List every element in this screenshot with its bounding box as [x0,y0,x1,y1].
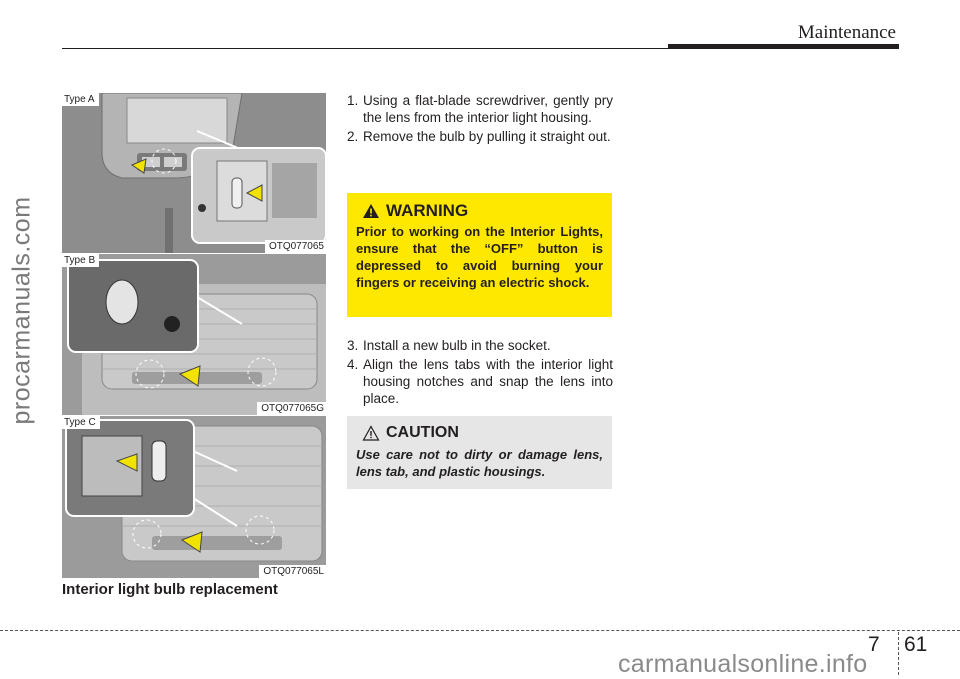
warning-header: WARNING [362,201,603,221]
warning-title: WARNING [386,201,469,220]
caution-text: Use care not to dirty or damage lens, le… [356,447,603,479]
figure-caption: Interior light bulb replacement [62,581,278,598]
instruction-step: 1. Using a flat-blade screwdriver, gentl… [347,92,613,126]
step-number: 3. [347,338,359,353]
photo-type-c: Type C OTQ077065L [62,416,326,578]
header-rule-thick [668,44,899,49]
step-number: 1. [347,93,359,108]
bottom-watermark: carmanualsonline.info [618,650,868,678]
photo-type-b: Type B OTQ077065G [62,254,326,415]
header-rule [62,48,672,49]
photo-code-label: OTQ077065 [264,240,326,253]
step-text: Align the lens tabs with the interior li… [363,357,613,406]
dome-light-illustration-c [62,416,326,578]
caution-triangle-icon [362,425,380,441]
side-watermark: procarmanuals.com [7,196,36,425]
caution-title: CAUTION [386,424,459,441]
step-text: Using a flat-blade screwdriver, gently p… [363,93,613,125]
photo-code-label: OTQ077065G [257,402,326,415]
step-number: 4. [347,357,359,372]
photo-type-label: Type C [62,416,100,429]
warning-text: Prior to working on the Interior Lights,… [356,224,603,290]
step-number: 2. [347,129,359,144]
page-header-title: Maintenance [797,22,896,43]
instruction-step: 2. Remove the bulb by pulling it straigh… [347,128,613,145]
caution-header: CAUTION [362,424,603,442]
caution-box: CAUTION Use care not to dirty or damage … [347,416,612,489]
dome-light-illustration-a [62,93,326,253]
step-text: Install a new bulb in the socket. [363,338,551,353]
footer-divider [898,632,899,675]
instruction-steps-part2: 3. Install a new bulb in the socket. 4. … [347,337,613,409]
step-text: Remove the bulb by pulling it straight o… [363,129,611,144]
photo-code-label: OTQ077065L [259,565,326,578]
photo-type-label: Type B [62,254,100,267]
instruction-step: 3. Install a new bulb in the socket. [347,337,613,354]
footer-rule [0,630,960,631]
photo-type-label: Type A [62,93,99,106]
photo-type-a: Type A OTQ077065 [62,93,326,253]
page-number: 61 [904,633,928,656]
warning-triangle-icon [363,204,379,218]
instruction-step: 4. Align the lens tabs with the interior… [347,356,613,407]
instruction-steps-part1: 1. Using a flat-blade screwdriver, gentl… [347,92,613,147]
chapter-number: 7 [868,633,880,656]
dome-light-illustration-b [62,254,326,415]
warning-box: WARNING Prior to working on the Interior… [347,193,612,317]
